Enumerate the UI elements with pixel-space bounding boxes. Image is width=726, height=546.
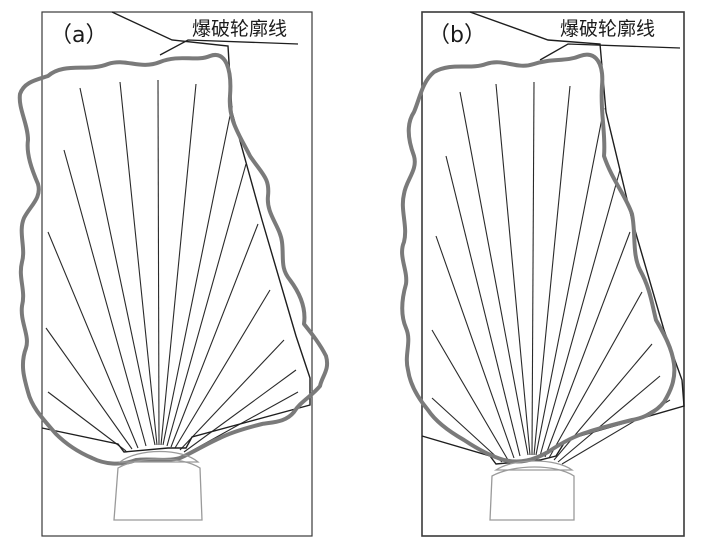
- panel-a-annotation: 爆破轮廓线: [192, 18, 287, 40]
- panel-b-design-contour: [421, 11, 685, 465]
- panel-b-chamber: [489, 466, 575, 521]
- panel-b: （b） 爆破轮廓线: [400, 11, 685, 537]
- panel-a-label: （a）: [50, 23, 107, 48]
- panel-a-chamber: [113, 458, 203, 521]
- panel-b-fan-lines: [431, 81, 671, 465]
- panel-a-frame: [41, 11, 313, 537]
- panel-a-design-contour: [41, 11, 311, 453]
- panel-a-blast-contour: [17, 52, 330, 466]
- panel-b-leader: [539, 43, 681, 61]
- panel-a-leader: [159, 39, 299, 56]
- panel-a-chamber-arch: [118, 450, 200, 463]
- panel-b-annotation: 爆破轮廓线: [560, 18, 655, 40]
- panel-b-blast-contour: [400, 52, 677, 464]
- panel-b-frame: [421, 11, 685, 537]
- panel-b-label: （b）: [428, 23, 486, 48]
- panel-b-chamber-arch: [493, 460, 574, 471]
- panel-a: （a） 爆破轮廓线: [17, 11, 330, 537]
- panel-a-fan-lines: [45, 79, 299, 455]
